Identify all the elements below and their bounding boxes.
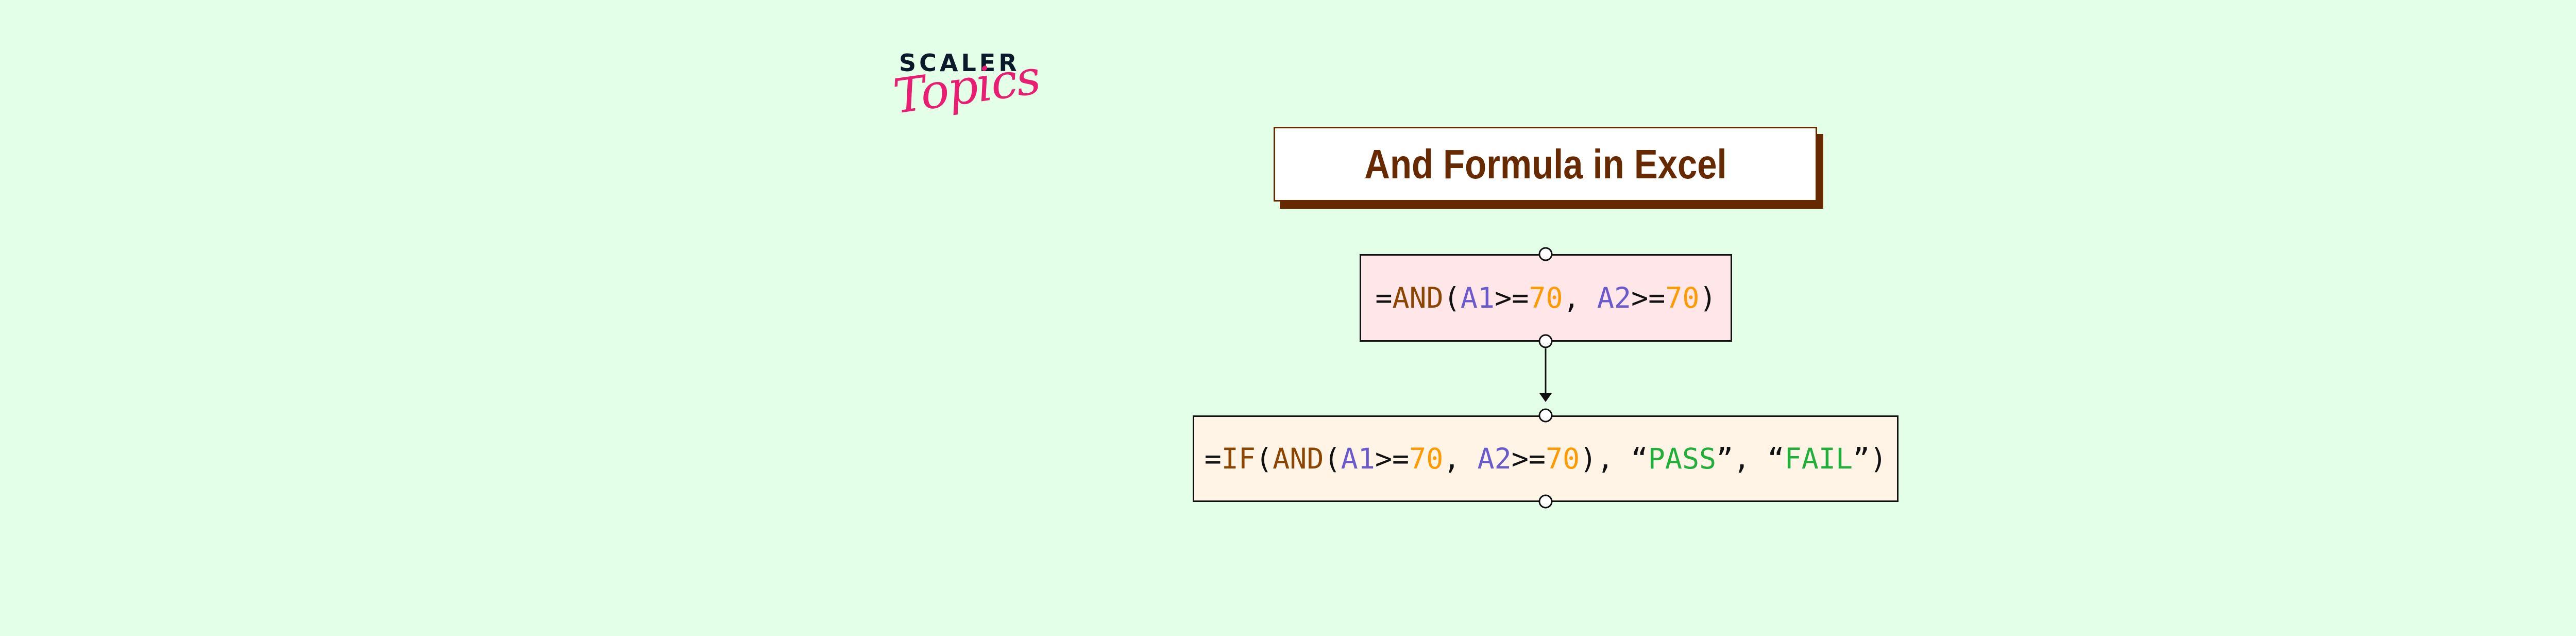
title-box: And Formula in Excel	[1274, 127, 1817, 202]
logo-scaler-text: SCALER	[899, 49, 1020, 77]
formula-token-punct: >=	[1495, 281, 1529, 314]
formula-token-num: 70	[1409, 442, 1444, 475]
formula-token-punct: ,	[1563, 281, 1597, 314]
formula-token-punct: >=	[1375, 442, 1410, 475]
formula-token-punct: ),	[1580, 442, 1631, 475]
scaler-topics-logo: SCALER Topics	[890, 49, 1043, 152]
and-formula-node: =AND(A1>=70, A2>=70)	[1360, 254, 1732, 342]
arrow-head-icon	[1539, 393, 1552, 402]
if-and-formula-node: =IF(AND(A1>=70, A2>=70), “PASS”, “FAIL”)	[1193, 415, 1899, 502]
formula-token-str: PASS	[1648, 442, 1717, 475]
formula-token-fn: AND	[1273, 442, 1324, 475]
formula-text: =AND(A1>=70, A2>=70)	[1375, 281, 1716, 314]
formula-token-ref: A2	[1477, 442, 1512, 475]
formula-token-punct: ”,	[1716, 442, 1768, 475]
formula-token-num: 70	[1546, 442, 1580, 475]
formula-token-ref: A1	[1460, 281, 1495, 314]
formula-token-fn: IF	[1221, 442, 1256, 475]
formula-token-ref: A2	[1597, 281, 1632, 314]
formula-token-punct: >=	[1631, 281, 1666, 314]
formula-token-punct: )	[1699, 281, 1717, 314]
page-title: And Formula in Excel	[1364, 141, 1727, 187]
formula-token-punct: “	[1767, 442, 1785, 475]
formula-token-punct: (	[1256, 442, 1273, 475]
formula-token-punct: ”)	[1853, 442, 1887, 475]
formula-token-punct: >=	[1511, 442, 1546, 475]
formula-token-punct: =	[1375, 281, 1393, 314]
formula-token-str: FAIL	[1784, 442, 1853, 475]
formula-token-ref: A1	[1341, 442, 1375, 475]
formula-token-num: 70	[1665, 281, 1700, 314]
formula-token-punct: =	[1204, 442, 1222, 475]
formula-token-punct: (	[1324, 442, 1341, 475]
formula-token-punct: (	[1443, 281, 1461, 314]
formula-token-num: 70	[1529, 281, 1563, 314]
formula-token-punct: “	[1631, 442, 1648, 475]
formula-token-fn: AND	[1392, 281, 1444, 314]
formula-token-punct: ,	[1443, 442, 1478, 475]
formula-text: =IF(AND(A1>=70, A2>=70), “PASS”, “FAIL”)	[1205, 442, 1887, 475]
